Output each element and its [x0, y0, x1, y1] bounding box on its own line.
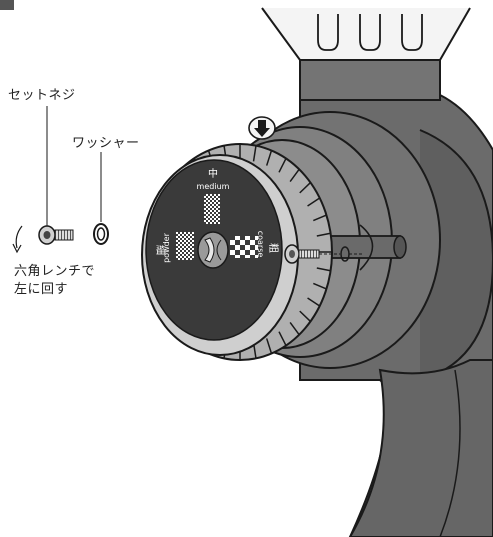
- ring-tooth: [316, 232, 331, 237]
- washer-part: [93, 152, 109, 245]
- ring-tooth: [307, 297, 321, 307]
- ring-tooth: [265, 338, 273, 354]
- ring-tooth: [252, 145, 257, 162]
- ring-tooth: [316, 267, 331, 272]
- ring-tooth: [265, 150, 273, 166]
- mounted-screw: [284, 244, 364, 264]
- dial-top-word: medium: [197, 182, 230, 191]
- indicator-arrow-icon: [248, 116, 276, 140]
- set-screw-label: セットネジ: [8, 88, 76, 103]
- shaft: [329, 224, 407, 271]
- ring-tooth: [313, 282, 327, 290]
- washer-label: ワッシャー: [72, 136, 140, 151]
- ring-tooth: [299, 182, 311, 194]
- dial-top-kanji: 中: [208, 167, 218, 180]
- instruction-line-1: 六角レンチで: [14, 264, 96, 279]
- dial-left-kanji: 細: [154, 245, 167, 255]
- center-nut: [197, 231, 229, 269]
- ring-tooth: [289, 322, 300, 336]
- hopper: [261, 7, 471, 61]
- corner-mark: [0, 0, 14, 10]
- ring-tooth: [313, 214, 327, 222]
- ring-tooth: [299, 310, 311, 322]
- dial-right-kanji: 粗: [267, 243, 279, 253]
- ring-tooth: [289, 168, 300, 182]
- checker-marks: [176, 194, 258, 260]
- ring-tooth: [278, 331, 287, 346]
- dial-right-word: coarse: [256, 231, 265, 258]
- dial-left-word: powder: [162, 232, 171, 263]
- set-screw-part: [38, 106, 74, 245]
- rotate-arrow-icon: [12, 225, 23, 254]
- ring-tooth: [278, 158, 287, 173]
- ring-tooth: [307, 197, 321, 207]
- instruction-line-2: 左に回す: [14, 282, 69, 297]
